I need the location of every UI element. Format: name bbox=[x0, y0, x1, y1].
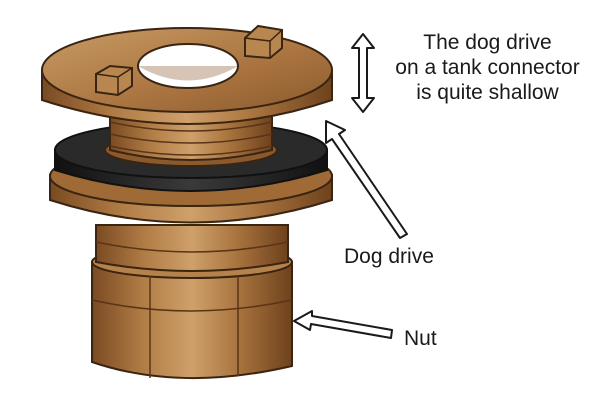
caption-line-3: is quite shallow bbox=[416, 81, 559, 104]
caption-line-1: The dog drive bbox=[423, 31, 552, 54]
dog-drive-label: Dog drive bbox=[344, 245, 434, 268]
dog-drive-lug-left bbox=[95, 64, 133, 97]
dog-drive-caption: The dog drive on a tank connector is qui… bbox=[380, 30, 595, 105]
top-flange bbox=[41, 27, 333, 125]
nut-label: Nut bbox=[404, 327, 437, 350]
height-arrow-icon bbox=[351, 33, 375, 113]
connector-neck bbox=[95, 224, 289, 272]
dog-drive-pointer-arrow bbox=[325, 120, 408, 239]
caption-line-2: on a tank connector bbox=[395, 56, 580, 79]
dog-drive-lug-right bbox=[244, 24, 283, 60]
nut-pointer-arrow bbox=[293, 310, 393, 339]
